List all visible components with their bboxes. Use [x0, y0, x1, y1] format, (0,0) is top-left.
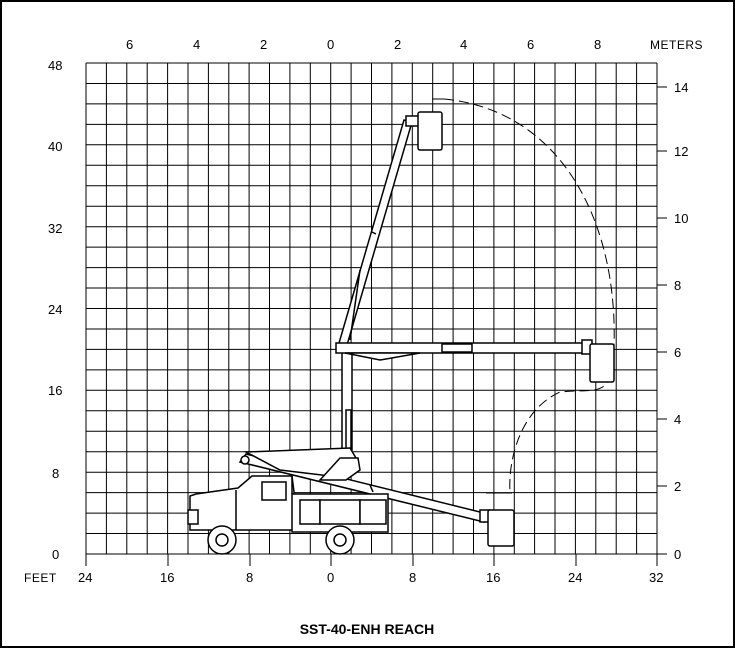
bottom-axis-feet [85, 553, 658, 566]
right-axis-meters [657, 86, 667, 555]
utility-truck [187, 457, 389, 555]
top-tick-label: 4 [193, 37, 200, 52]
boom-upper-vertical [336, 111, 443, 353]
right-axis-labels: 0 2 4 6 8 10 12 14 [674, 80, 688, 562]
top-tick-label: 4 [460, 37, 467, 52]
top-tick-label: 6 [126, 37, 133, 52]
left-tick-label: 8 [52, 466, 59, 481]
boom-lowered [238, 447, 515, 547]
right-tick-label: 0 [674, 547, 681, 562]
top-tick-label: 2 [394, 37, 401, 52]
bottom-tick-label: 8 [409, 570, 416, 585]
left-tick-label: 48 [48, 58, 62, 73]
left-tick-label: 24 [48, 302, 62, 317]
left-axis-feet: 48 40 32 24 16 8 0 [48, 58, 62, 562]
reach-grid [85, 62, 658, 555]
right-tick-label: 2 [674, 479, 681, 494]
left-tick-label: 40 [48, 139, 62, 154]
boom-horizontal [335, 339, 615, 383]
bottom-tick-label: 0 [327, 570, 334, 585]
bottom-tick-label: 16 [486, 570, 500, 585]
top-tick-label: 0 [327, 37, 334, 52]
top-axis-meters: 6 4 2 0 2 4 6 8 METERS [126, 37, 703, 52]
top-tick-label: 2 [260, 37, 267, 52]
bottom-tick-label: 32 [649, 570, 663, 585]
right-tick-label: 10 [674, 211, 688, 226]
bottom-tick-label: 8 [246, 570, 253, 585]
right-tick-label: 12 [674, 144, 688, 159]
bottom-tick-label: 24 [568, 570, 582, 585]
right-tick-label: 6 [674, 345, 681, 360]
top-tick-label: 6 [527, 37, 534, 52]
bottom-tick-label: 24 [78, 570, 92, 585]
bottom-axis-labels: FEET 24 16 8 0 8 16 24 32 [24, 570, 663, 585]
diagram-title: SST-40-ENH REACH [300, 621, 435, 637]
right-tick-label: 8 [674, 278, 681, 293]
reach-envelope-curve [443, 98, 615, 493]
right-tick-label: 4 [674, 412, 681, 427]
bottom-unit-label: FEET [24, 571, 57, 585]
left-tick-label: 16 [48, 383, 62, 398]
top-tick-label: 8 [594, 37, 601, 52]
left-tick-label: 32 [48, 221, 62, 236]
boom-lower-column [341, 349, 353, 451]
left-tick-label: 0 [52, 547, 59, 562]
bottom-tick-label: 16 [160, 570, 174, 585]
right-tick-label: 14 [674, 80, 688, 95]
top-unit-label: METERS [650, 38, 703, 52]
